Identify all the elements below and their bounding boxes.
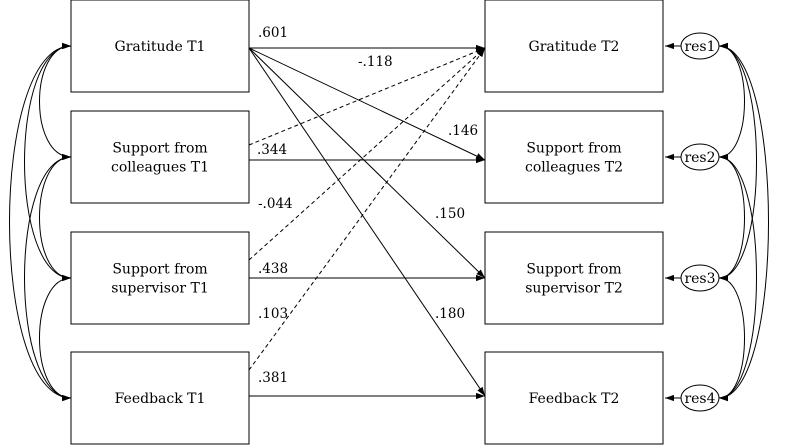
covariance-s1-f1 [39,274,72,402]
variable-label: Support from [112,141,207,157]
variable-label: supervisor T2 [525,281,623,297]
residual-res4: res4 [680,384,720,412]
residual-label: res3 [684,271,715,287]
path-c1-g2 [248,47,486,146]
variable-box-s2: Support from supervisor T2 [484,231,664,325]
covariance-c1-f1 [24,153,72,402]
covariance-res1-res2 [718,42,745,161]
variable-label: Gratitude T1 [115,39,206,55]
covariance-g1-f1 [9,42,72,402]
covariance-g1-c1 [39,42,72,161]
predictor-covariances [9,42,72,402]
path-g1-f2 [248,47,486,397]
path-coefficient: .344 [257,142,287,158]
path-s1-g2 [248,47,486,261]
variable-label: Gratitude T2 [529,39,620,55]
path-coefficient: .146 [448,123,478,139]
regression-paths [248,44,486,400]
residual-res3: res3 [680,264,720,292]
variable-label: colleagues T2 [525,160,623,176]
variable-label: supervisor T1 [111,281,209,297]
path-coefficients: .601 .146 .150 .180 -.118 .344 -.044 .438 .103 .3… [257,25,478,386]
path-g1-s2 [248,47,486,279]
path-coefficient: -.044 [258,196,293,212]
residual-res1: res1 [680,32,720,60]
variable-box-f1: Feedback T1 [70,351,250,445]
covariance-g1-s1 [24,42,72,282]
residual-ellipses: res1 res2 res3 res4 [680,32,720,412]
covariance-res1-res4 [718,42,769,402]
variable-box-c2: Support from colleagues T2 [484,110,664,204]
variable-label: Feedback T1 [115,391,206,407]
variable-box-g2: Gratitude T2 [484,0,664,93]
covariance-res2-res4 [718,153,757,402]
covariance-c1-s1 [39,153,72,282]
path-coefficient: -.118 [358,54,393,70]
path-f1-g2 [248,47,486,371]
path-coefficient: .381 [258,370,288,386]
variable-box-f2: Feedback T2 [484,351,664,445]
path-coefficient: .103 [258,306,288,322]
variable-box-g1: Gratitude T1 [70,0,250,93]
path-coefficient: .438 [258,261,288,277]
variable-label: colleagues T1 [111,160,209,176]
variable-label: Support from [112,262,207,278]
path-coefficient: .150 [435,206,465,222]
covariance-res3-res4 [718,274,745,402]
path-coefficient: .601 [258,25,288,41]
variable-label: Support from [526,262,621,278]
residual-res2: res2 [680,143,720,171]
path-g1-c2 [248,47,486,161]
variable-box-c1: Support from colleagues T1 [70,110,250,204]
path-coefficient: .180 [435,306,465,322]
covariance-res2-res3 [718,153,745,282]
variable-label: Support from [526,141,621,157]
residual-label: res4 [684,391,715,407]
variable-label: Feedback T2 [529,391,620,407]
residual-arrows [665,42,681,402]
residual-covariances [718,42,769,402]
residual-label: res2 [684,150,715,166]
variable-box-s1: Support from supervisor T1 [70,231,250,325]
residual-label: res1 [684,39,715,55]
covariance-res1-res3 [718,42,757,282]
